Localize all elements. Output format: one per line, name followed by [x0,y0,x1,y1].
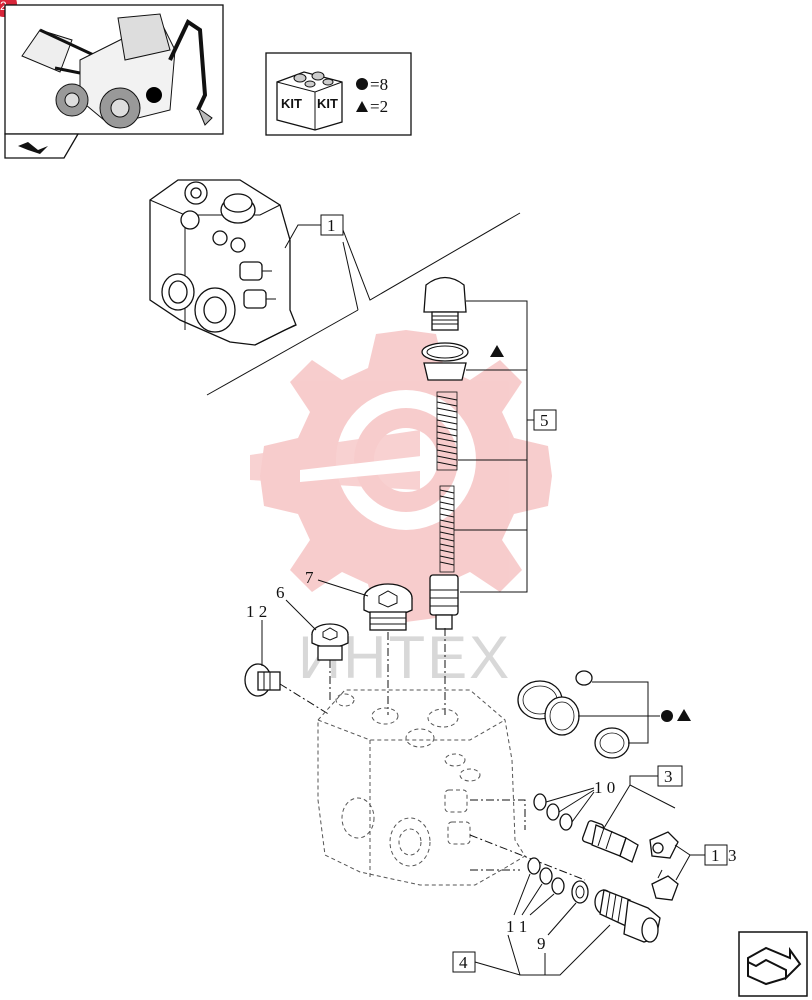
callout-ref-5-text: 5 [540,411,549,430]
callout-ref-12-text: 1 2 [246,602,267,621]
check-valve-cartridge-3: 3 [581,765,683,863]
kit-box-icon [276,71,343,131]
fittings-13: 1 3 [649,831,737,901]
callout-ref-1-top-text: 1 [327,216,336,235]
triangle-symbol-icon [356,101,368,112]
small-seal-rings-11: 1 1 [506,857,565,936]
callout-ref-1-top: 1 [206,212,521,396]
next-page-icon[interactable] [738,931,808,997]
washer-9: 9 [537,880,589,953]
callout-ref-6-text: 6 [276,583,285,602]
circle-symbol-icon [356,78,368,90]
circle-marker-icon [661,710,673,722]
valve-body-assembly [149,179,297,346]
small-seal-rings-10: 1 0 [533,778,615,831]
kit-legend: KIT KIT =8 =2 [265,52,412,136]
spring-outer-icon [436,391,458,471]
spring-inner-icon [439,485,455,573]
callout-ref-11-text: 1 1 [506,917,527,936]
callout-ref-3-text: 3 [664,767,673,786]
relief-valve-cartridge-4: 4 [452,889,661,976]
callout-ref-13-box-text: 1 [711,846,720,865]
valve-body-ghost [317,689,586,886]
plug-6: 6 [276,583,349,700]
callout-ref-5: 5 [454,300,557,593]
view-toggle-icon[interactable] [4,133,80,159]
callout-ref-4-text: 4 [459,953,468,972]
kit-triangle-quantity: =2 [370,97,388,116]
callout-ref-7-text: 7 [305,568,314,587]
kit-box-label-right: KIT [317,96,338,111]
location-marker-icon [146,87,162,103]
kit-circle-quantity: =8 [370,75,388,94]
page-badge-number: 2 [0,0,7,13]
o-ring-set [517,670,691,759]
triangle-marker-icon-2 [677,709,691,721]
relief-cartridge-parts [421,276,504,715]
callout-ref-10-text: 1 0 [594,778,615,797]
callout-ref-9-text: 9 [537,934,546,953]
watermark-gear-logo [250,330,552,622]
triangle-marker-icon [490,345,504,357]
kit-box-label-left: KIT [281,96,302,111]
plug-7: 7 [305,568,413,715]
backhoe-loader-thumbnail[interactable] [4,4,224,135]
plug-12: 1 2 [244,602,331,716]
callout-ref-13-suffix-text: 3 [728,846,737,865]
